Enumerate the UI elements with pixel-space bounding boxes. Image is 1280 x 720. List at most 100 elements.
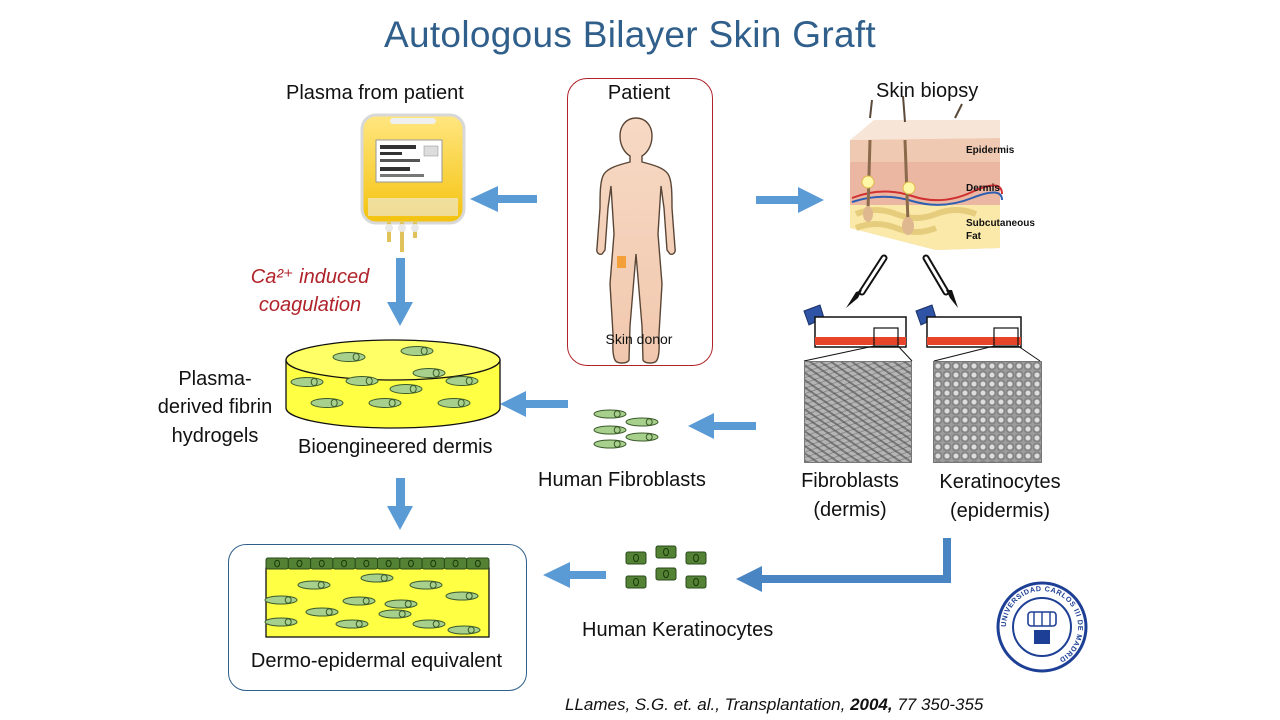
culture-flask-right-icon bbox=[915, 304, 1041, 362]
hydrogel-fibroblast-cell bbox=[368, 398, 402, 408]
scalpel-right-icon bbox=[922, 254, 958, 308]
coagulation-label-line1: Ca²⁺ induced bbox=[250, 266, 370, 288]
hydrogel-fibroblast-cell-nucleus bbox=[352, 352, 360, 362]
human-keratinocyte-cell bbox=[685, 551, 707, 565]
keratinocyte-micrograph bbox=[933, 361, 1042, 463]
equivalent-keratinocyte-cell-nucleus bbox=[318, 559, 325, 568]
equivalent-fibroblast-cell-nucleus bbox=[317, 581, 325, 589]
hydrogel-fibroblast-cell-nucleus bbox=[457, 398, 465, 408]
equivalent-keratinocyte-cell-nucleus bbox=[407, 559, 414, 568]
hydrogel-fibroblast-cell-nucleus bbox=[420, 346, 428, 356]
equivalent-fibroblast-cell bbox=[409, 580, 443, 590]
equivalent-fibroblast-cell bbox=[447, 625, 481, 635]
human-fibroblast-cell-nucleus bbox=[613, 440, 621, 448]
human-fibroblast-cell bbox=[593, 439, 627, 449]
equivalent-fibroblast-cell bbox=[297, 580, 331, 590]
human-keratinocyte-cell bbox=[625, 575, 647, 589]
equivalent-fibroblast-cell-nucleus bbox=[404, 600, 412, 608]
human-fibroblast-cell bbox=[625, 417, 659, 427]
arrow-plasma-to-hydrogel bbox=[387, 258, 413, 326]
equivalent-fibroblast-cell bbox=[305, 607, 339, 617]
equivalent-fibroblast-cell bbox=[264, 595, 298, 605]
equivalent-fibroblast-cell bbox=[412, 619, 446, 629]
equivalent-fibroblast-cell bbox=[445, 591, 479, 601]
hydrogel-fibroblast-cell-nucleus bbox=[432, 368, 440, 378]
equivalent-fibroblast-cell-nucleus bbox=[355, 620, 363, 628]
human-fibroblast-cell bbox=[593, 425, 627, 435]
human-fibroblast-cell-nucleus bbox=[613, 426, 621, 434]
patient-label: Patient bbox=[607, 82, 671, 104]
equivalent-fibroblast-cell bbox=[264, 617, 298, 627]
human-fibroblast-cell bbox=[625, 432, 659, 442]
human-keratinocyte-cell-nucleus bbox=[633, 553, 639, 563]
human-keratinocyte-cell-nucleus bbox=[663, 569, 669, 579]
human-fibroblast-cells bbox=[593, 409, 659, 449]
human-fibroblast-cell bbox=[593, 409, 627, 419]
equivalent-fibroblast-cell-nucleus bbox=[284, 618, 292, 626]
plasma-label: Plasma from patient bbox=[286, 82, 464, 104]
human-fibroblast-cell-nucleus bbox=[645, 418, 653, 426]
equivalent-fibroblast-cell-nucleus bbox=[465, 592, 473, 600]
human-keratinocyte-cell-nucleus bbox=[693, 553, 699, 563]
equivalent-fibroblast-cell bbox=[378, 609, 412, 619]
fat-layer-label: Fat bbox=[966, 231, 981, 242]
equivalent-keratinocyte-cell-nucleus bbox=[430, 559, 437, 568]
skin-biopsy-label: Skin biopsy bbox=[876, 80, 979, 102]
equivalent-keratinocyte-cell-nucleus bbox=[385, 559, 392, 568]
equivalent-keratinocyte-cell-nucleus bbox=[274, 559, 281, 568]
fibrin-hydrogel-disc bbox=[285, 339, 501, 429]
citation-year: 2004, bbox=[850, 695, 893, 714]
subcutaneous-layer-label: Subcutaneous bbox=[966, 218, 1035, 229]
hydrogel-fibroblast-cell-nucleus bbox=[365, 376, 373, 386]
citation-authors: LLames, S.G. et. al., Transplantation, bbox=[565, 695, 851, 714]
equivalent-keratinocyte-cell-nucleus bbox=[296, 559, 303, 568]
hydrogel-fibroblast-cells bbox=[290, 346, 479, 408]
hydrogel-fibroblast-cell-nucleus bbox=[330, 398, 338, 408]
human-keratinocyte-cell-nucleus bbox=[693, 577, 699, 587]
equivalent-fibroblast-cell-nucleus bbox=[432, 620, 440, 628]
hydrogel-fibroblast-cell-nucleus bbox=[465, 376, 473, 386]
slide-title: Autologous Bilayer Skin Graft bbox=[384, 14, 876, 55]
fibroblast-micrograph bbox=[804, 361, 912, 463]
skin-cross-section-icon bbox=[850, 95, 1003, 250]
equivalent-fibroblast-cell bbox=[360, 573, 394, 583]
human-keratinocyte-cell bbox=[625, 551, 647, 565]
equivalent-fibroblast-cell-nucleus bbox=[380, 574, 388, 582]
fibroblasts-culture-label-line2: (dermis) bbox=[813, 499, 887, 521]
skin-donor-label: Skin donor bbox=[605, 331, 673, 347]
equivalent-fibroblast-cell-nucleus bbox=[284, 596, 292, 604]
human-keratinocyte-cells bbox=[625, 545, 707, 589]
equivalent-panel bbox=[228, 544, 527, 691]
human-keratinocyte-cell bbox=[655, 545, 677, 559]
plasma-bag-icon bbox=[360, 113, 466, 252]
human-keratinocyte-cell-nucleus bbox=[633, 577, 639, 587]
human-fibroblast-cell-nucleus bbox=[613, 410, 621, 418]
hydrogel-fibroblast-cell bbox=[332, 352, 366, 362]
human-keratinocyte-cell bbox=[685, 575, 707, 589]
human-keratinocytes-label: Human Keratinocytes bbox=[582, 619, 774, 641]
equivalent-fibroblast-cell-nucleus bbox=[325, 608, 333, 616]
equivalent-fibroblast-cell bbox=[342, 596, 376, 606]
fibroblasts-culture-label-line1: Fibroblasts bbox=[801, 470, 899, 492]
arrow-culture-to-fibroblast bbox=[688, 413, 756, 439]
culture-flask-left-icon bbox=[803, 304, 913, 362]
equivalent-keratinocyte-cell-nucleus bbox=[452, 559, 459, 568]
equivalent-fibroblast-cells bbox=[264, 573, 481, 635]
hydrogel-side-label-line2: derived fibrin bbox=[157, 396, 273, 418]
equivalent-fibroblast-cell bbox=[335, 619, 369, 629]
citation-pages: 77 350-355 bbox=[892, 695, 984, 714]
equivalent-fibroblast-cell-nucleus bbox=[362, 597, 370, 605]
hydrogel-fibroblast-cell-nucleus bbox=[310, 377, 318, 387]
university-seal-logo: UNIVERSIDAD CARLOS III DE MADRID bbox=[996, 581, 1088, 673]
human-fibroblasts-label: Human Fibroblasts bbox=[538, 469, 706, 491]
patient-panel bbox=[567, 78, 713, 366]
equivalent-keratinocyte-cell bbox=[466, 557, 490, 570]
hydrogel-fibroblast-cell-nucleus bbox=[409, 384, 417, 394]
human-body-icon bbox=[596, 117, 676, 364]
epidermis-layer-label: Epidermis bbox=[966, 145, 1015, 156]
hydrogel-fibroblast-cell bbox=[400, 346, 434, 356]
arrow-keratinocyte-to-equivalent bbox=[543, 562, 606, 588]
dermis-layer-label: Dermis bbox=[966, 183, 1000, 194]
equivalent-keratinocyte-cell-nucleus bbox=[363, 559, 370, 568]
